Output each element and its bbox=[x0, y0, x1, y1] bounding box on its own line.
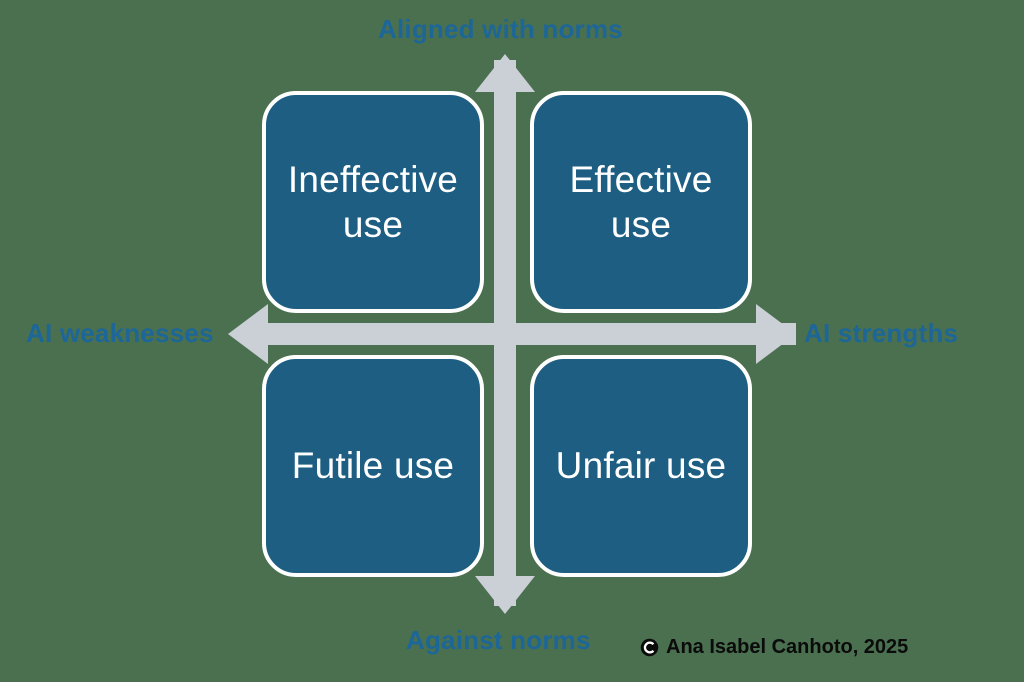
credit-line: Ana Isabel Canhoto, 2025 bbox=[640, 636, 908, 659]
axis-label-aligned-with-norms: Aligned with norms bbox=[378, 14, 623, 44]
quadrant-label-effective: Effective use bbox=[569, 158, 713, 245]
axis-label-against-norms: Against norms bbox=[406, 625, 591, 655]
horizontal-axis-arrow bbox=[228, 304, 796, 364]
copyright-icon bbox=[640, 638, 659, 657]
quadrant-box-effective[interactable]: Effective use bbox=[530, 91, 752, 313]
quadrant-box-futile[interactable]: Futile use bbox=[262, 355, 484, 577]
quadrant-label-ineffective: Ineffective use bbox=[287, 158, 459, 245]
quadrant-label-futile: Futile use bbox=[291, 445, 455, 487]
credit-text: Ana Isabel Canhoto, 2025 bbox=[666, 636, 909, 658]
quadrant-box-ineffective[interactable]: Ineffective use bbox=[262, 91, 484, 313]
quadrant-box-unfair[interactable]: Unfair use bbox=[530, 355, 752, 577]
axis-label-ai-weaknesses: AI weaknesses bbox=[26, 318, 214, 348]
quadrant-label-unfair: Unfair use bbox=[555, 445, 727, 487]
axis-label-ai-strengths: AI strengths bbox=[804, 318, 959, 348]
